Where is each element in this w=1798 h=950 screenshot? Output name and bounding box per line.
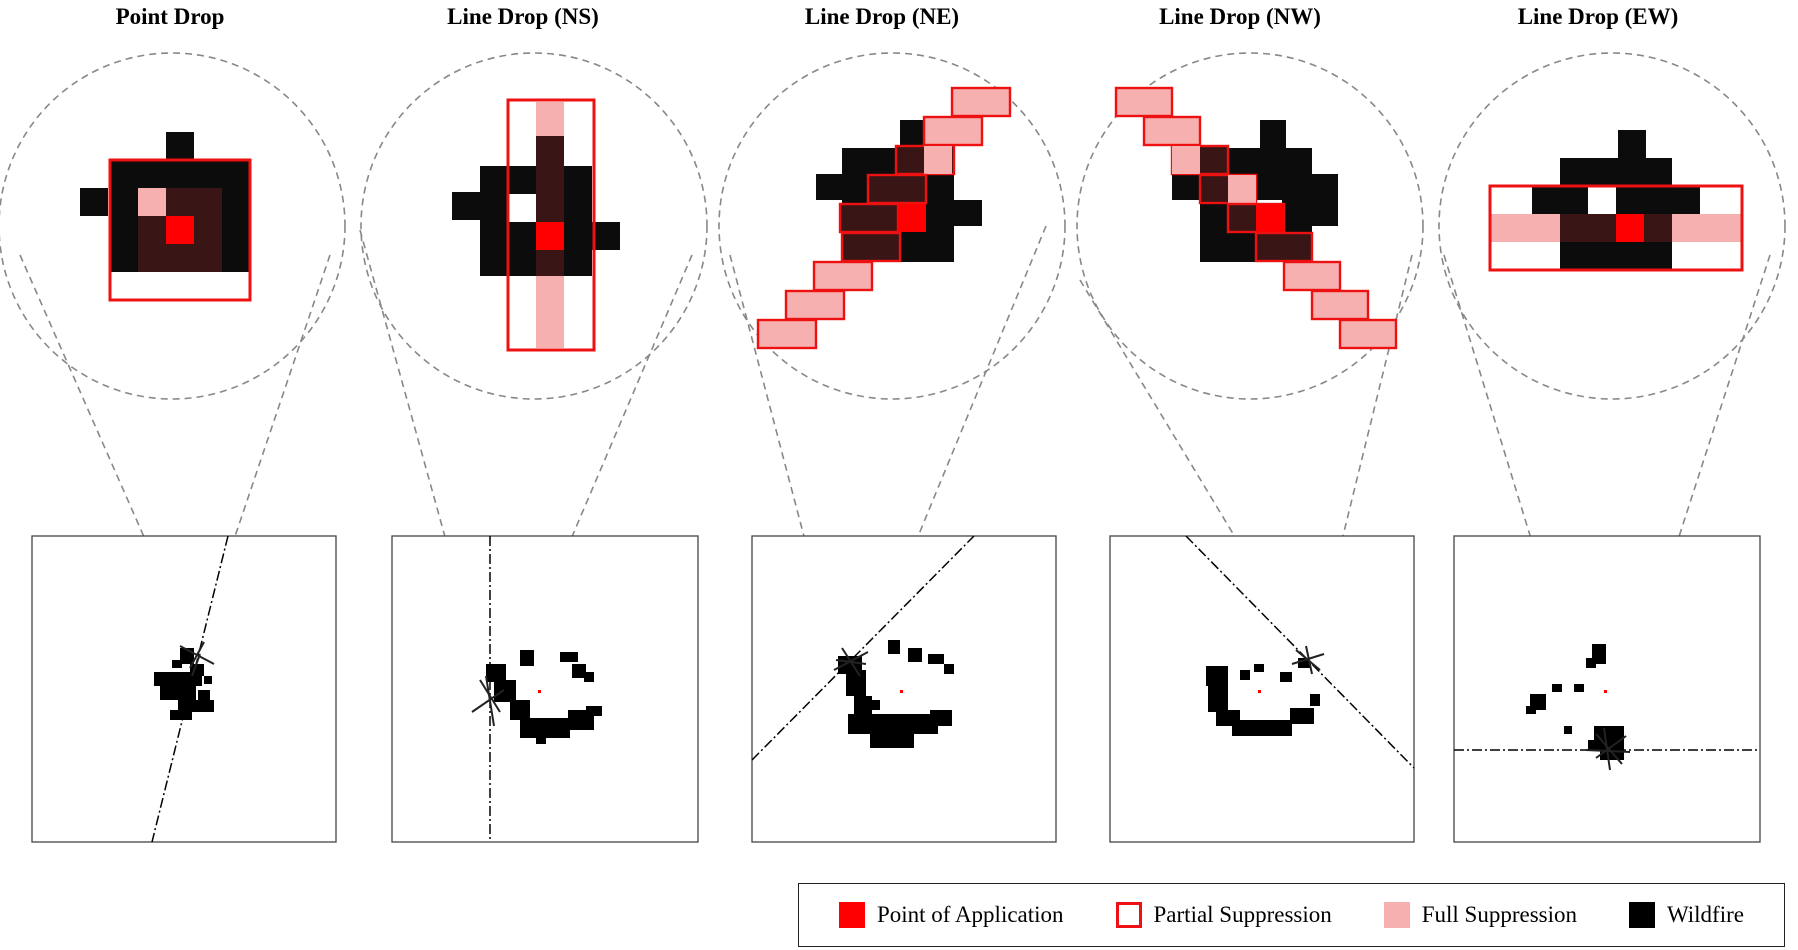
panel-point-drop (0, 52, 346, 843)
fire-map-frame (1453, 535, 1761, 843)
drop-path-line (751, 535, 975, 761)
fire-spread (486, 650, 602, 744)
ignition-point (900, 690, 903, 693)
panel-title-point-drop: Point Drop (115, 4, 225, 29)
legend-label: Point of Application (876, 902, 1064, 927)
zoom-grid (1114, 86, 1398, 350)
zoom-connector (197, 254, 331, 647)
aircraft-marker (471, 675, 505, 727)
fire-map-frame (1109, 535, 1415, 843)
ignition-point (1258, 690, 1261, 693)
zoom-grid (756, 86, 1012, 350)
aircraft-marker (179, 641, 215, 677)
drop-path-line (1185, 535, 1415, 769)
legend: Point of Application Partial Suppression… (798, 883, 1785, 947)
fire-spread (1206, 658, 1320, 736)
zoom-circle (360, 52, 708, 400)
legend-item-full-suppression: Full Suppression (1383, 902, 1578, 928)
zoom-connector (729, 254, 837, 659)
panel-title-line-drop-ns: Line Drop (NS) (447, 4, 599, 29)
panel-title-line-drop-nw: Line Drop (NW) (1159, 4, 1321, 29)
panel-title-line-drop-ne: Line Drop (NE) (804, 4, 960, 29)
zoom-grid (452, 98, 620, 352)
panel-line-drop-ne (718, 52, 1066, 843)
panel-line-drop-ew (1438, 52, 1786, 843)
panel-line-drop-nw (1076, 52, 1424, 843)
zoom-circle (1438, 52, 1786, 400)
legend-label: Partial Suppression (1153, 902, 1332, 927)
zoom-connector (1611, 254, 1771, 745)
point-of-application-swatch (838, 902, 865, 928)
legend-item-point-of-application: Point of Application (838, 902, 1064, 928)
panel-title-line-drop-ew: Line Drop (EW) (1517, 4, 1679, 29)
zoom-circle (718, 52, 1066, 400)
aircraft-marker (1291, 645, 1325, 675)
panel-line-drop-ns (359, 52, 708, 843)
zoom-circle (1076, 52, 1424, 400)
zoom-grid (80, 132, 252, 302)
suppression-diagram (0, 52, 1786, 843)
fire-spread (838, 640, 954, 748)
ignition-point (1604, 690, 1607, 693)
fire-spread (1526, 644, 1624, 760)
zoom-circle (0, 52, 346, 400)
zoom-grid (1488, 130, 1744, 272)
partial-suppression-swatch (1115, 902, 1142, 928)
aircraft-marker (833, 647, 869, 677)
ignition-point (538, 690, 541, 693)
fire-map-frame (751, 535, 1057, 843)
full-suppression-swatch (1383, 902, 1410, 928)
zoom-connector (871, 225, 1047, 649)
wildfire-swatch (1628, 902, 1655, 928)
legend-item-wildfire: Wildfire (1628, 902, 1744, 928)
aircraft-marker (1585, 727, 1631, 771)
legend-label: Full Suppression (1421, 902, 1578, 927)
legend-label: Wildfire (1666, 902, 1744, 927)
fire-map-frame (391, 535, 699, 843)
legend-item-partial-suppression: Partial Suppression (1115, 902, 1332, 928)
